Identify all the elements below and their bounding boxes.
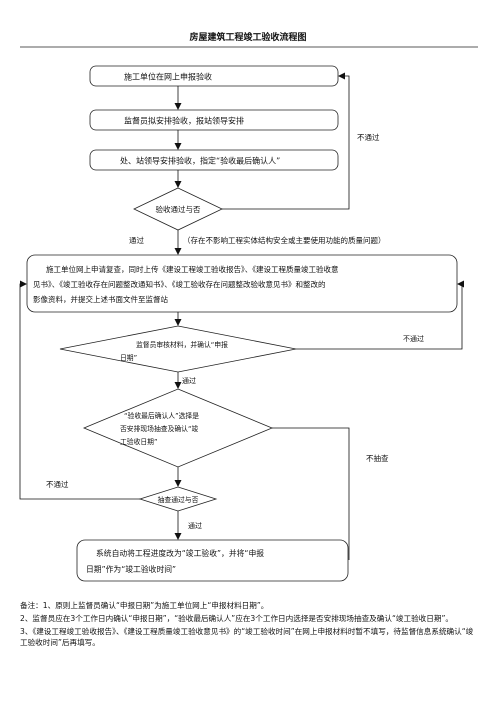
node-assign-text: 处、站领导安排验收，指定“验收最后确认人” — [120, 156, 280, 166]
node-apply-text: 施工单位在网上申报验收 — [124, 72, 212, 82]
path-no-spot — [272, 427, 350, 560]
page-title: 房屋建筑工程竣工验收流程图 — [189, 31, 306, 43]
decision-spot-pass-text: 抽查通过与否 — [158, 495, 199, 504]
notes-section: 备注：1、原则上监督员确认“申报日期”为施工单位网上“申报材料日期”。 2、监督… — [20, 600, 478, 650]
decision-spot-select-line2: 否安排现场抽查及确认“竣 — [120, 424, 198, 433]
node-final-line1: 系统自动将工程进度改为“竣工验收”，并将“申报 — [96, 548, 264, 558]
decision-spot-select-line3: 工验收日期” — [120, 437, 158, 446]
decision-spot-select-line1: “验收最后确认人”选择是 — [124, 411, 199, 420]
decision-review-line2: 日期” — [120, 354, 137, 362]
decision-review — [59, 325, 297, 373]
node-arrange-text: 监督员拟安排验收，报站领导安排 — [124, 116, 244, 126]
note-3: 3、《建设工程竣工验收报告》、《建设工程质量竣工验收意见书》的“竣工验收时间”在… — [20, 627, 474, 647]
node-final-box — [76, 539, 349, 582]
node-final-line2: 日期”作为“竣工验收时间” — [86, 564, 176, 574]
label-pass-1: 通过 — [129, 235, 144, 245]
node-submit-line2: 见书》、《竣工验收存在问题整改通知书》、《竣工验收存在问题整改验收意见书》和整改… — [33, 279, 326, 289]
label-condition: （存在不影响工程实体结构安全或主要使用功能的质量问题） — [183, 235, 386, 245]
decision-review-line1: 监督员审核材料，并确认“申报 — [136, 340, 228, 349]
note-1: 备注：1、原则上监督员确认“申报日期”为施工单位网上“申报材料日期”。 — [20, 601, 269, 610]
label-pass-3: 通过 — [188, 521, 202, 530]
note-2: 2、监督员应在3个工作日内确认“申报日期”，“验收最后确认人”应在3个工作日内选… — [20, 614, 453, 623]
loop-fail-review — [296, 280, 464, 350]
label-pass-2: 通过 — [182, 376, 196, 385]
label-fail-top: 不通过 — [357, 132, 380, 142]
node-arrange-box — [89, 109, 339, 131]
node-assign-box — [89, 149, 339, 171]
label-no-spot: 不抽查 — [366, 453, 389, 463]
decision-pass-check-text: 验收通过与否 — [156, 204, 201, 214]
node-submit-line3: 影像资料，并提交上述书面文件至监督站 — [33, 294, 168, 304]
loop-fail-top — [222, 72, 350, 210]
label-fail-review: 不通过 — [403, 334, 424, 343]
node-submit-line1: 施工单位网上申请复查，同时上传《建设工程竣工验收报告》、《建设工程质量竣工验收意 — [46, 264, 339, 274]
label-fail-spot: 不通过 — [46, 479, 69, 489]
loop-fail-spot — [19, 280, 140, 500]
